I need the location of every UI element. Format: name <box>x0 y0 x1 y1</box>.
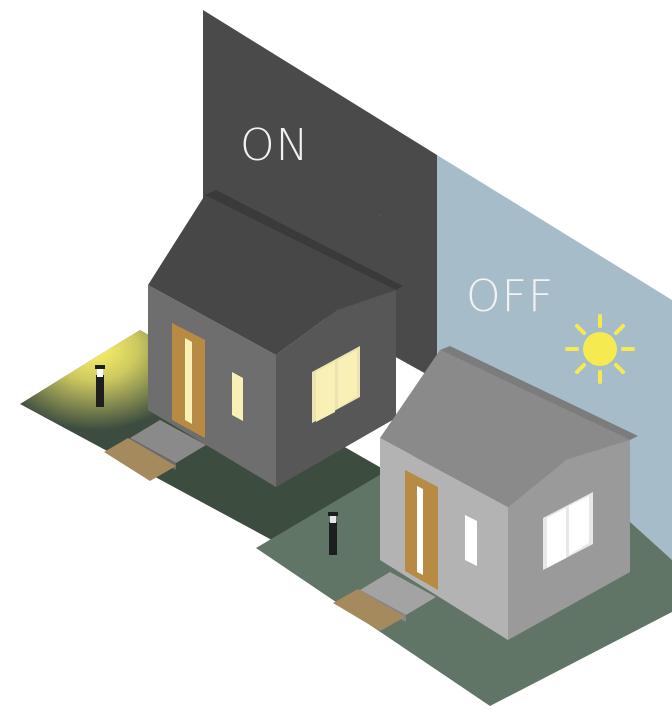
night-big-window-left <box>316 362 335 422</box>
off-label: OFF <box>466 275 554 319</box>
night-small-window <box>232 372 243 421</box>
night-door-glass <box>185 338 192 424</box>
day-door-glass <box>417 486 423 575</box>
sun-icon <box>567 316 633 382</box>
day-big-window-left <box>547 508 566 568</box>
day-small-window <box>465 515 477 566</box>
on-label: ON <box>240 124 310 168</box>
